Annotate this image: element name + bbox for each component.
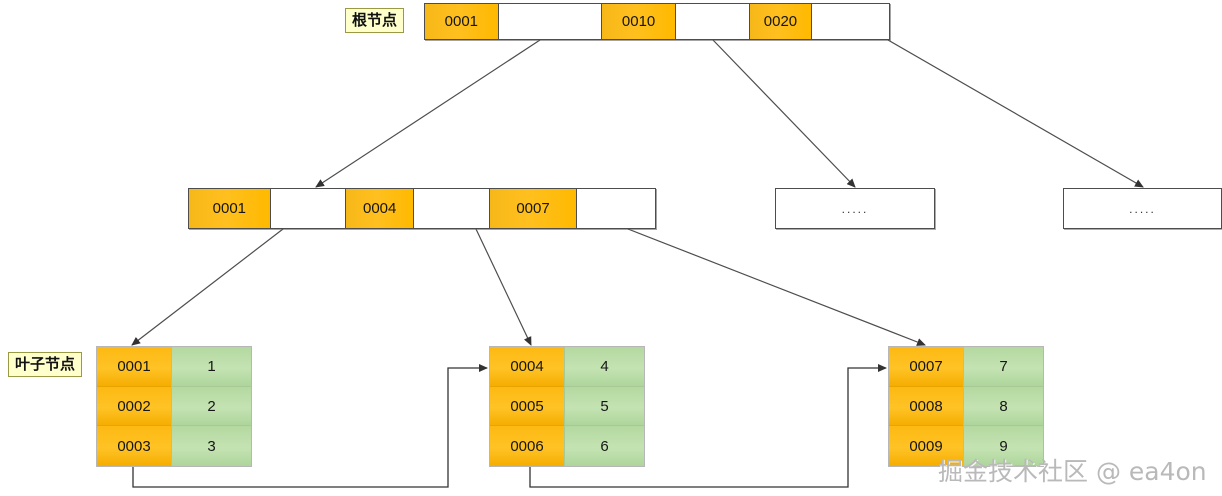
leaf-row[interactable]: 0006 6 [490, 426, 644, 467]
internal-pointer-2[interactable] [577, 189, 655, 228]
leaf-node-label: 叶子节点 [8, 352, 83, 377]
root-node[interactable]: 0001 0010 0020 [424, 3, 890, 40]
leaf-row[interactable]: 0007 7 [889, 347, 1043, 387]
root-key-2[interactable]: 0020 [749, 4, 813, 39]
internal-pointer-1[interactable] [414, 189, 490, 228]
leaf-row[interactable]: 0001 1 [97, 347, 251, 387]
edge-root-to-ellipsis-2 [887, 39, 1144, 188]
leaf-2-key-1: 0005 [490, 386, 564, 427]
edge-internal-to-leaf-2 [475, 228, 532, 346]
root-key-1[interactable]: 0010 [602, 4, 676, 39]
leaf-2-key-2: 0006 [490, 426, 564, 467]
leaf-node-3[interactable]: 0007 7 0008 8 0009 9 [888, 346, 1044, 467]
internal-node[interactable]: 0001 0004 0007 [188, 188, 656, 229]
leaf-row[interactable]: 0005 5 [490, 386, 644, 427]
edge-root-to-internal-node [315, 39, 541, 188]
leaf-1-value-0: 1 [171, 347, 251, 387]
leaf-3-value-0: 7 [963, 347, 1043, 387]
internal-pointer-0[interactable] [270, 189, 347, 228]
leaf-2-key-0: 0004 [490, 347, 564, 387]
root-node-label: 根节点 [345, 8, 405, 33]
root-key-0[interactable]: 0001 [425, 4, 499, 39]
leaf-1-key-0: 0001 [97, 347, 171, 387]
root-pointer-1[interactable] [675, 4, 750, 39]
leaf-2-value-0: 4 [564, 347, 644, 387]
root-pointer-0[interactable] [498, 4, 603, 39]
leaf-1-value-2: 3 [171, 426, 251, 467]
leaf-1-key-1: 0002 [97, 386, 171, 427]
leaf-3-key-0: 0007 [889, 347, 963, 387]
internal-key-0[interactable]: 0001 [189, 189, 271, 228]
watermark: 掘金技术社区 @ ea4on [938, 457, 1207, 486]
leaf-1-value-1: 2 [171, 386, 251, 427]
leaf-3-key-1: 0008 [889, 386, 963, 427]
leaf-3-value-2: 9 [963, 426, 1043, 467]
root-pointer-2[interactable] [812, 4, 890, 39]
leaf-3-value-1: 8 [963, 386, 1043, 427]
leaf-row[interactable]: 0004 4 [490, 347, 644, 387]
internal-key-1[interactable]: 0004 [346, 189, 415, 228]
internal-node-ellipsis-1[interactable]: ..... [775, 188, 935, 229]
leaf-3-key-2: 0009 [889, 426, 963, 467]
leaf-row[interactable]: 0008 8 [889, 386, 1043, 427]
leaf-node-1[interactable]: 0001 1 0002 2 0003 3 [96, 346, 252, 467]
leaf-1-key-2: 0003 [97, 426, 171, 467]
leaf-2-value-2: 6 [564, 426, 644, 467]
leaf-row[interactable]: 0003 3 [97, 426, 251, 467]
edge-root-to-ellipsis-1 [712, 39, 856, 188]
edge-internal-to-leaf-1 [131, 228, 284, 346]
leaf-row[interactable]: 0009 9 [889, 426, 1043, 467]
internal-key-2[interactable]: 0007 [489, 189, 578, 228]
leaf-row[interactable]: 0002 2 [97, 386, 251, 427]
internal-node-ellipsis-2[interactable]: ..... [1063, 188, 1222, 229]
leaf-2-value-1: 5 [564, 386, 644, 427]
leaf-node-2[interactable]: 0004 4 0005 5 0006 6 [489, 346, 645, 467]
edge-internal-to-leaf-3 [627, 228, 926, 346]
